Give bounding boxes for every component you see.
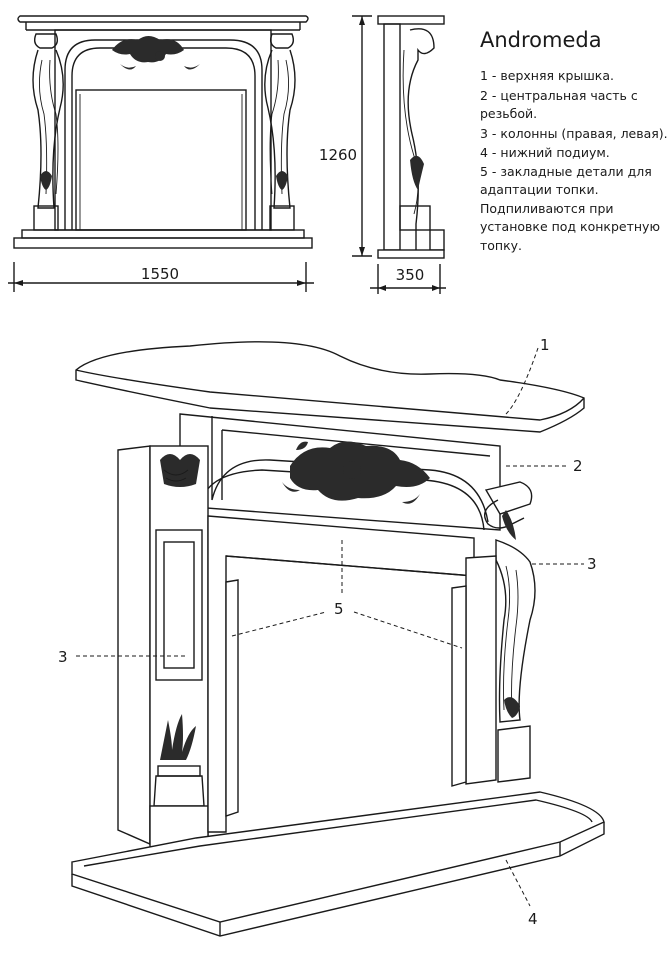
legend-line: установке под конкретную [480, 219, 660, 234]
model-title: Andromeda [480, 28, 602, 52]
height-dimension: 1260 [319, 146, 357, 164]
legend-line: 3 - колонны (правая, левая). [480, 126, 668, 141]
exploded-view: 1 2 3 3 5 4 [58, 336, 605, 937]
right-column [484, 481, 536, 783]
insert-pieces [207, 515, 497, 833]
callout-top-cover: 1 [540, 336, 550, 354]
top-cover [75, 341, 585, 433]
legend-line: топку. [480, 238, 522, 253]
legend-line: адаптации топки. [480, 182, 599, 197]
callout-inserts: 5 [334, 600, 344, 618]
legend-line: 4 - нижний подиум. [480, 145, 610, 160]
frieze-carving [282, 441, 430, 504]
legend-line: резьбой. [480, 106, 537, 121]
left-column [117, 445, 209, 855]
side-elevation: 1260 350 [319, 15, 446, 294]
legend-line: 5 - закладные детали для [480, 164, 652, 179]
front-elevation: 1550 [8, 15, 314, 292]
bottom-podium [71, 791, 605, 937]
callout-central-part: 2 [573, 457, 583, 475]
legend-line: Подпиливаются при [480, 201, 614, 216]
depth-dimension: 350 [396, 266, 425, 284]
legend: 1 - верхняя крышка. 2 - центральная част… [480, 68, 668, 253]
width-dimension: 1550 [141, 265, 179, 283]
callout-left-column: 3 [58, 648, 68, 666]
callout-right-column: 3 [587, 555, 597, 573]
callout-bottom-podium: 4 [528, 910, 538, 928]
central-part [179, 413, 501, 531]
legend-line: 1 - верхняя крышка. [480, 68, 614, 83]
legend-line: 2 - центральная часть с [480, 88, 638, 103]
front-carving [112, 36, 200, 70]
